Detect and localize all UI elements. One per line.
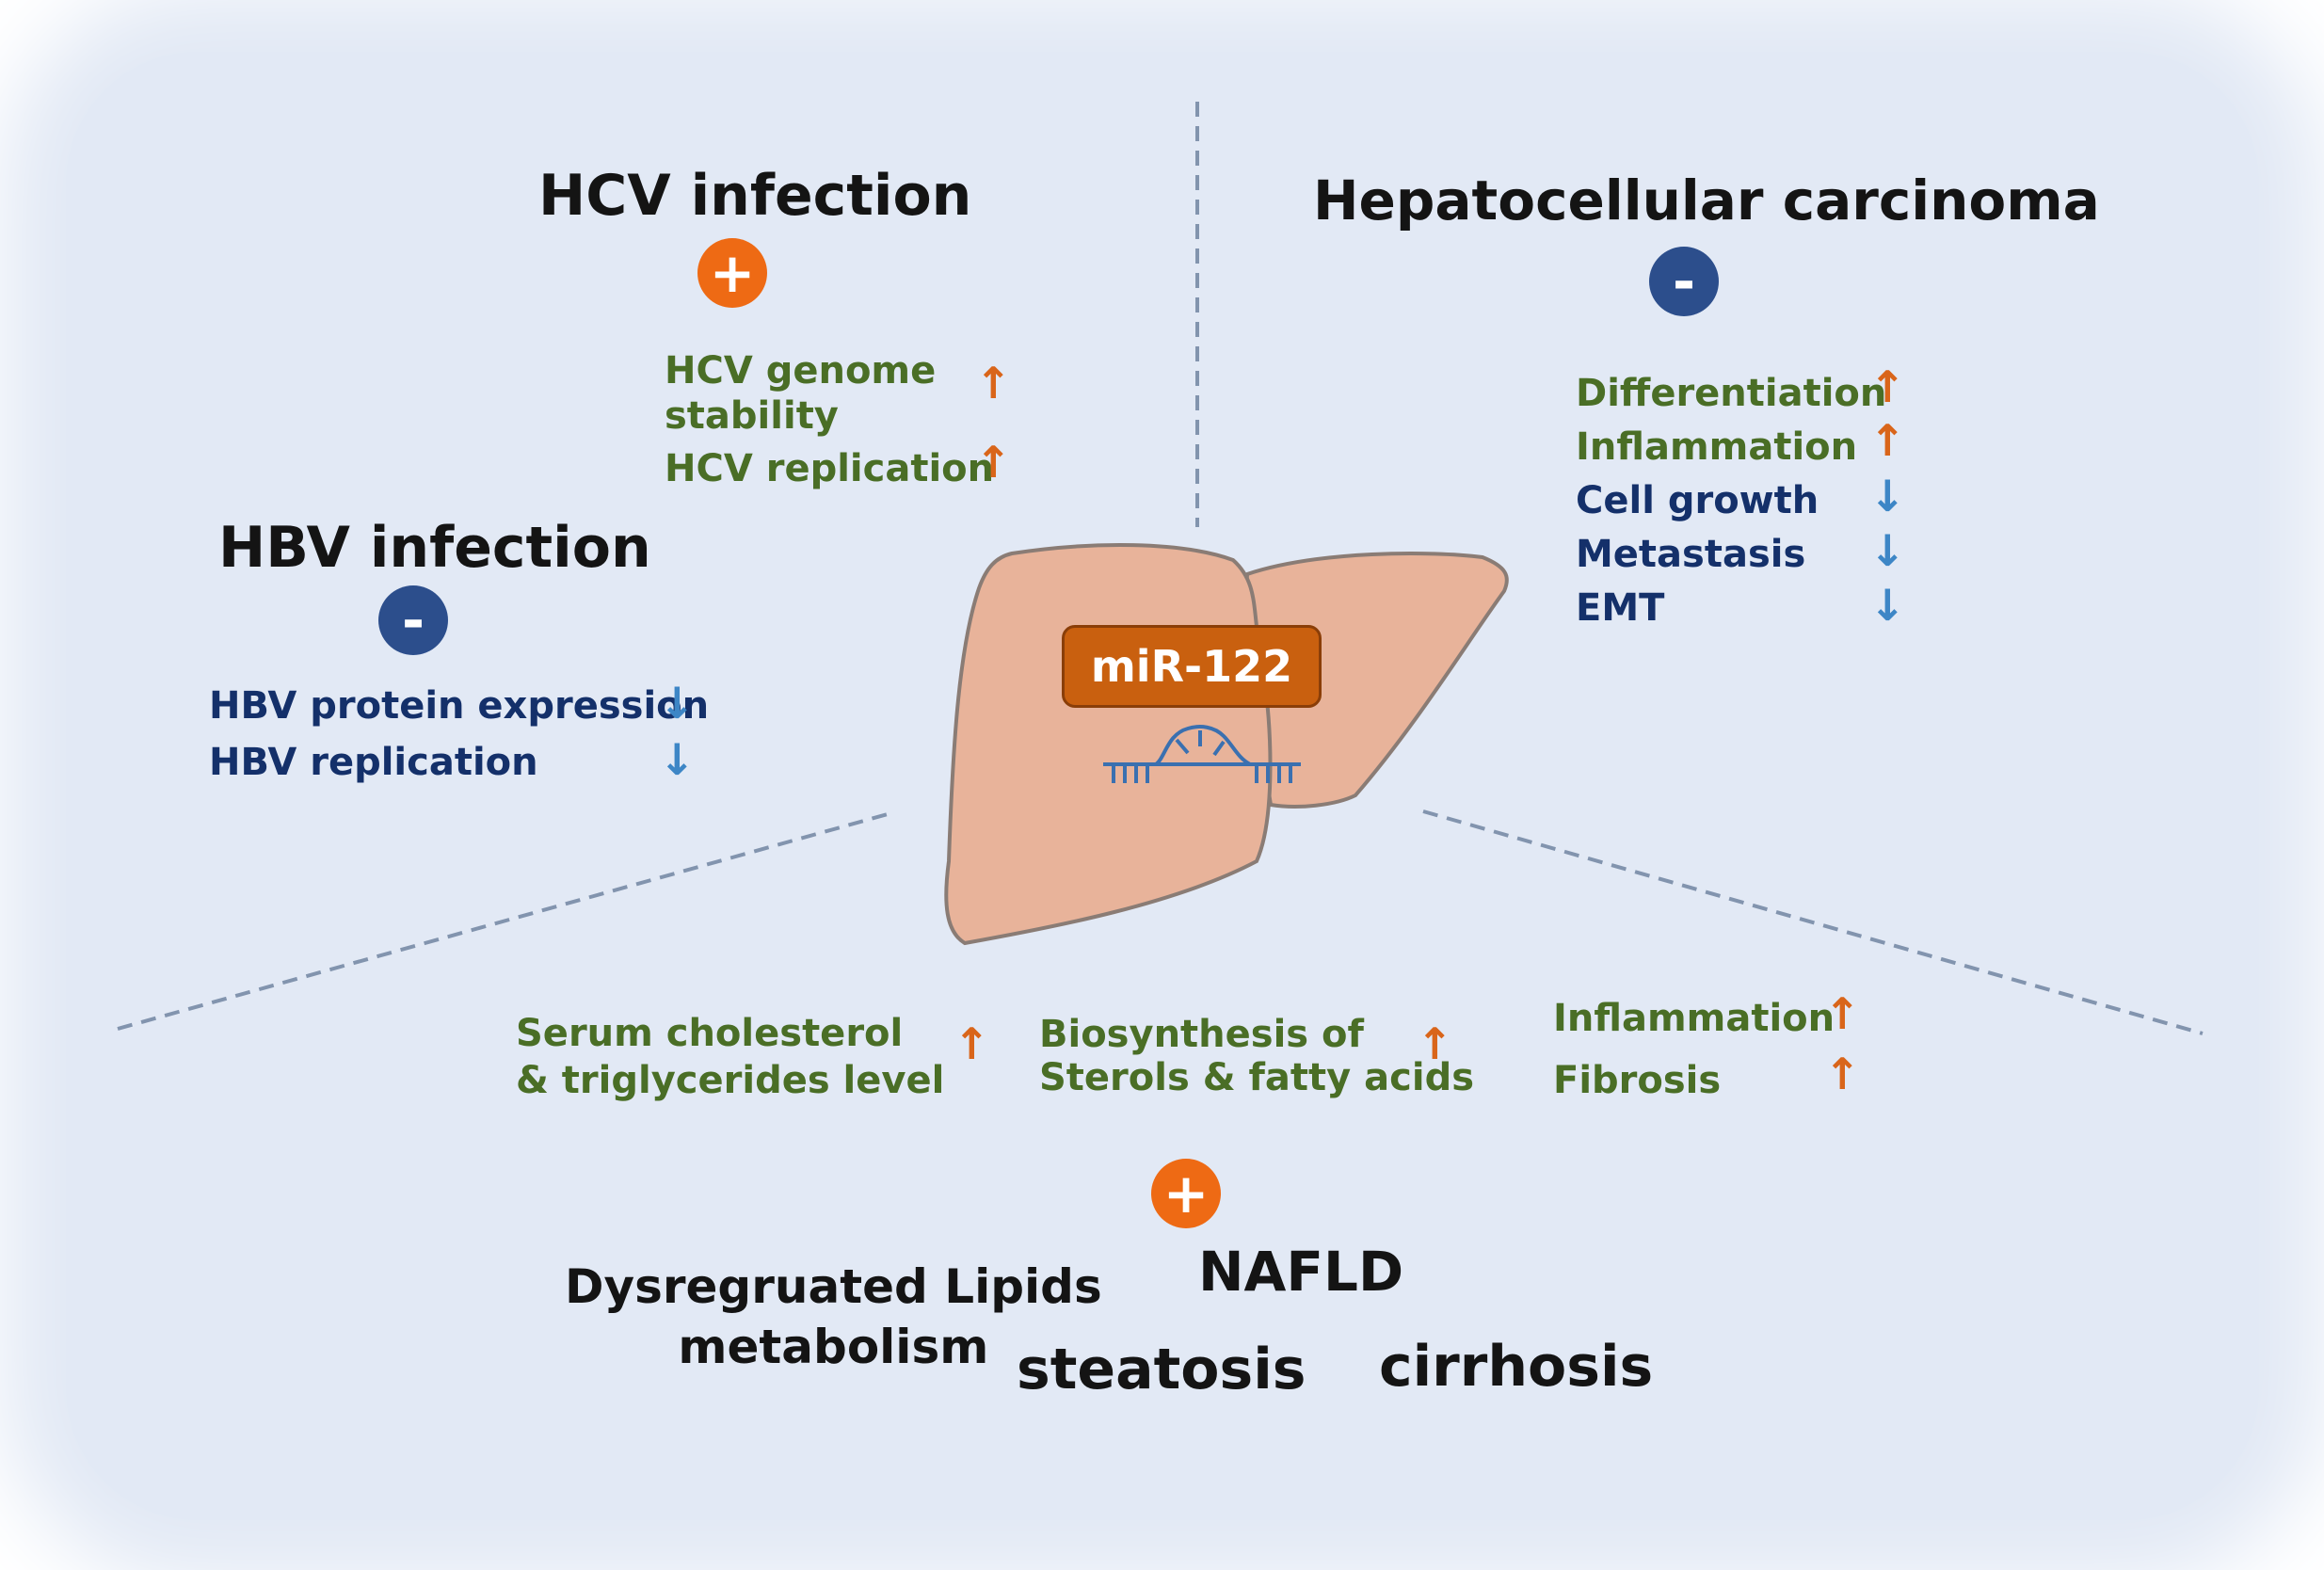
hbv-protein-expression-label: HBV protein expression (209, 684, 710, 728)
hbv-replication-label: HBV replication (209, 741, 538, 784)
biosynthesis-line2: Sterols & fatty acids (1039, 1056, 1475, 1099)
hcc-differentiation-label: Differentiation (1576, 372, 1887, 415)
hcc-emt-label: EMT (1576, 586, 1665, 630)
serum-cholesterol-up-arrow: ↑ (954, 1018, 990, 1069)
serum-cholesterol-line1: Serum cholesterol (516, 1012, 904, 1055)
hcv-genome-line2: stability (665, 394, 839, 438)
hcc-metastasis-down-arrow: ↓ (1869, 525, 1906, 576)
nafld-label: NAFLD (1198, 1240, 1404, 1304)
dysregulated-lipids-label: Dysregruated Lipids metabolism (565, 1257, 1102, 1377)
mir-122-label: miR-122 (1062, 625, 1322, 708)
steatosis-label: steatosis (1017, 1337, 1306, 1402)
hcv-replication-label: HCV replication (665, 447, 995, 490)
hcc-differentiation-up-arrow: ↑ (1869, 361, 1906, 412)
hbv-replication-down-arrow: ↓ (659, 734, 696, 785)
hcc-minus-badge: - (1649, 247, 1719, 316)
hcv-plus-badge: + (697, 238, 767, 308)
hcv-replication-up-arrow: ↑ (975, 437, 1012, 488)
serum-cholesterol-line2: & triglycerides level (516, 1059, 945, 1102)
nafld-inflammation-up-arrow: ↑ (1824, 988, 1861, 1039)
fibrosis-up-arrow: ↑ (1824, 1049, 1861, 1099)
hcv-genome-line1: HCV genome (665, 349, 937, 392)
hcc-metastasis-label: Metastasis (1576, 533, 1806, 576)
hbv-protein-expression-down-arrow: ↓ (659, 678, 696, 729)
cirrhosis-label: cirrhosis (1379, 1334, 1654, 1400)
nafld-plus-badge: + (1151, 1159, 1221, 1228)
divider-right (1422, 809, 2204, 1035)
mirna-duplex-icon (1103, 725, 1301, 783)
hcc-cell-growth-label: Cell growth (1576, 479, 1819, 522)
hcc-title: Hepatocellular carcinoma (1313, 168, 2100, 232)
hbv-infection-title: HBV infection (218, 515, 651, 581)
biosynthesis-line1: Biosynthesis of (1039, 1013, 1364, 1056)
serum-cholesterol-label: Serum cholesterol & triglycerides level (516, 1010, 944, 1104)
hbv-minus-badge: - (378, 585, 448, 655)
hcv-genome-stability-label: HCV genome stability (665, 348, 936, 439)
biosynthesis-label: Biosynthesis of Sterols & fatty acids (1039, 1013, 1474, 1099)
hcc-inflammation-label: Inflammation (1576, 425, 1858, 469)
dysregulated-lipids-line2: metabolism (678, 1320, 989, 1374)
dysregulated-lipids-line1: Dysregruated Lipids (565, 1259, 1102, 1314)
divider-left (117, 812, 889, 1031)
nafld-inflammation-label: Inflammation (1553, 997, 1835, 1040)
hcv-genome-stability-up-arrow: ↑ (975, 358, 1012, 409)
biosynthesis-up-arrow: ↑ (1417, 1018, 1453, 1069)
hcv-infection-title: HCV infection (538, 163, 972, 229)
fibrosis-label: Fibrosis (1553, 1059, 1722, 1102)
hcc-emt-down-arrow: ↓ (1869, 580, 1906, 631)
hcc-cell-growth-down-arrow: ↓ (1869, 471, 1906, 521)
hcc-inflammation-up-arrow: ↑ (1869, 415, 1906, 466)
